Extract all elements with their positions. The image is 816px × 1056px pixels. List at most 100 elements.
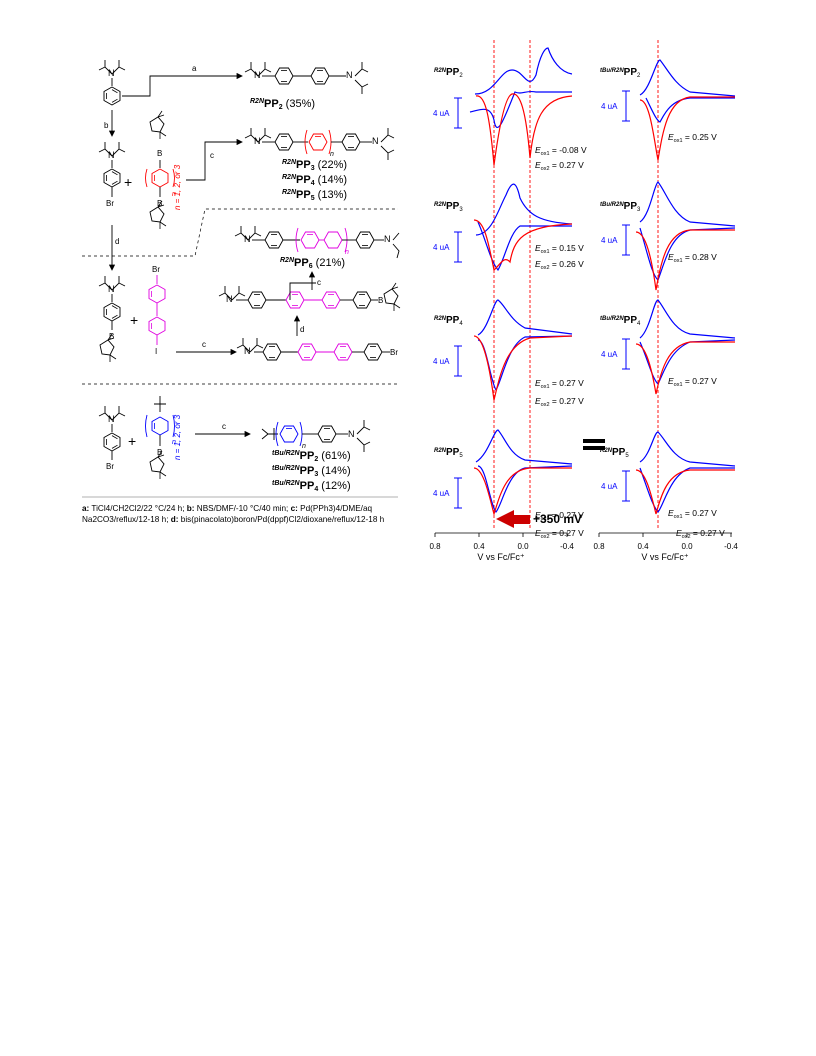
x-tick-left-3: -0.4 bbox=[560, 542, 574, 551]
svg-text:tBu/R2NPP2 (61%): tBu/R2NPP2 (61%) bbox=[272, 450, 351, 463]
svg-text:N: N bbox=[244, 346, 251, 356]
svg-text:tBu/R2NPP4 (12%): tBu/R2NPP4 (12%) bbox=[272, 480, 351, 493]
x-tick-right-0: 0.8 bbox=[593, 542, 605, 551]
eox2-left-2: Eox2 = 0.27 V bbox=[535, 396, 584, 408]
product-label: R2NPP2 (35%) bbox=[250, 98, 315, 111]
cv-trace-18 bbox=[639, 299, 736, 339]
svg-text:N: N bbox=[108, 284, 115, 294]
svg-text:tBu/R2NPP3 (14%): tBu/R2NPP3 (14%) bbox=[272, 465, 351, 478]
cv-trace-10 bbox=[477, 465, 573, 513]
x-tick-right-3: -0.4 bbox=[724, 542, 738, 551]
scale-bar-left-0: 4 uA bbox=[433, 97, 462, 129]
cv-trace-12 bbox=[639, 59, 736, 97]
cv-trace-6 bbox=[477, 299, 573, 336]
dpv-trace-5 bbox=[473, 219, 573, 272]
cv-trace-13 bbox=[645, 97, 735, 123]
svg-text:Br: Br bbox=[152, 265, 160, 274]
cv-trace-1 bbox=[469, 90, 572, 128]
equals-sign bbox=[583, 439, 605, 450]
svg-text:B: B bbox=[157, 448, 162, 457]
eox1-left-1: Eox1 = 0.15 V bbox=[535, 243, 584, 255]
x-tick-left-2: 0.0 bbox=[517, 542, 529, 551]
panel-title-left-1: R2NPP3 bbox=[434, 201, 463, 213]
eox1-right-0: Eox1 = 0.25 V bbox=[668, 132, 717, 144]
dpv-trace-2 bbox=[475, 93, 573, 166]
eox1-left-3: Eox1 = 0.27 V bbox=[535, 510, 584, 522]
svg-text:n: n bbox=[172, 191, 176, 198]
svg-text:n: n bbox=[302, 443, 306, 450]
x-tick-right-1: 0.4 bbox=[637, 542, 649, 551]
n-range-label-red: n = 1, 2, or 3 bbox=[173, 164, 182, 210]
svg-text:N: N bbox=[226, 294, 233, 304]
svg-text:d: d bbox=[300, 325, 304, 334]
scale-bar-left-1: 4 uA bbox=[433, 231, 462, 263]
dpv-trace-8 bbox=[473, 335, 573, 401]
scale-bar-right-2: 4 uA bbox=[601, 338, 630, 370]
svg-text:N: N bbox=[254, 70, 261, 80]
dpv-trace-20 bbox=[635, 341, 735, 395]
scale-label: 4 uA bbox=[601, 350, 618, 359]
svg-text:+: + bbox=[130, 312, 138, 328]
eox1-left-0: Eox1 = -0.08 V bbox=[535, 145, 587, 157]
scale-bar-right-1: 4 uA bbox=[601, 224, 630, 256]
svg-text:n: n bbox=[330, 151, 334, 158]
svg-text:R2NPP3 (22%): R2NPP3 (22%) bbox=[282, 159, 347, 172]
scale-label: 4 uA bbox=[433, 109, 450, 118]
scale-bar-left-2: 4 uA bbox=[433, 345, 462, 377]
svg-text:B: B bbox=[378, 296, 383, 305]
scale-bar-right-3: 4 uA bbox=[601, 470, 630, 502]
dpv-trace-23 bbox=[635, 469, 735, 515]
svg-text:N: N bbox=[384, 234, 391, 244]
eox2-right-3: Eox2 = 0.27 V bbox=[676, 528, 725, 540]
svg-text:N: N bbox=[108, 414, 115, 424]
x-axis-label-left: V vs Fc/Fc⁺ bbox=[477, 552, 524, 562]
eox2-left-1: Eox2 = 0.26 V bbox=[535, 259, 584, 271]
svg-text:n: n bbox=[172, 439, 176, 446]
svg-text:Br: Br bbox=[106, 199, 114, 208]
step-label-d: d bbox=[115, 237, 119, 246]
product-labels-tbu: tBu/R2NPP2 (61%) tBu/R2NPP3 (14%) tBu/R2… bbox=[272, 450, 351, 493]
svg-text:B: B bbox=[157, 199, 162, 208]
dpv-trace-11 bbox=[473, 467, 572, 517]
product-labels-pp3-5: R2NPP3 (22%) R2NPP4 (14%) R2NPP5 (13%) bbox=[282, 159, 347, 202]
scale-label: 4 uA bbox=[433, 357, 450, 366]
cv-trace-4 bbox=[477, 221, 572, 272]
panel-title-right-0: tBu/R2NPP2 bbox=[600, 67, 641, 79]
step-label-a: a bbox=[192, 64, 197, 73]
scale-bar-left-3: 4 uA bbox=[433, 477, 462, 509]
svg-text:c: c bbox=[202, 340, 206, 349]
svg-text:N: N bbox=[348, 429, 355, 439]
scale-label: 4 uA bbox=[601, 102, 618, 111]
cv-trace-9 bbox=[475, 429, 573, 465]
cv-trace-3 bbox=[475, 183, 573, 236]
svg-text:N: N bbox=[346, 70, 353, 80]
panel-title-left-3: R2NPP5 bbox=[434, 447, 463, 459]
panel-title-left-0: R2NPP2 bbox=[434, 67, 463, 79]
scale-label: 4 uA bbox=[433, 489, 450, 498]
panel-title-right-3: R2NPP5 bbox=[600, 447, 629, 459]
svg-text:B: B bbox=[157, 149, 162, 158]
step-label-c: c bbox=[210, 151, 214, 160]
svg-text:Br: Br bbox=[390, 348, 398, 357]
dpv-trace-17 bbox=[635, 229, 735, 291]
x-axis-left: 0.8 0.4 0.0 -0.4 V vs Fc/Fc⁺ bbox=[429, 532, 574, 562]
product-label-pp6: R2NPP6 (21%) bbox=[280, 257, 345, 270]
svg-text:R2NPP5 (13%): R2NPP5 (13%) bbox=[282, 189, 347, 202]
step-label-b: b bbox=[104, 121, 109, 130]
svg-text:+: + bbox=[128, 433, 136, 449]
shift-arrow-label: +350 mV bbox=[533, 512, 582, 526]
cv-trace-0 bbox=[474, 47, 573, 95]
panel-title-left-2: R2NPP4 bbox=[434, 315, 463, 327]
svg-text:B: B bbox=[109, 332, 114, 341]
eox1-right-1: Eox1 = 0.28 V bbox=[668, 252, 717, 264]
x-tick-left-0: 0.8 bbox=[429, 542, 441, 551]
eox1-right-2: Eox1 = 0.27 V bbox=[668, 376, 717, 388]
eox1-right-3: Eox1 = 0.27 V bbox=[668, 508, 717, 520]
scale-label: 4 uA bbox=[433, 243, 450, 252]
dpv-trace-14 bbox=[639, 96, 735, 161]
x-tick-right-2: 0.0 bbox=[681, 542, 693, 551]
scale-label: 4 uA bbox=[601, 236, 618, 245]
panel-title-right-1: tBu/R2NPP3 bbox=[600, 201, 641, 213]
svg-text:c: c bbox=[222, 422, 226, 431]
